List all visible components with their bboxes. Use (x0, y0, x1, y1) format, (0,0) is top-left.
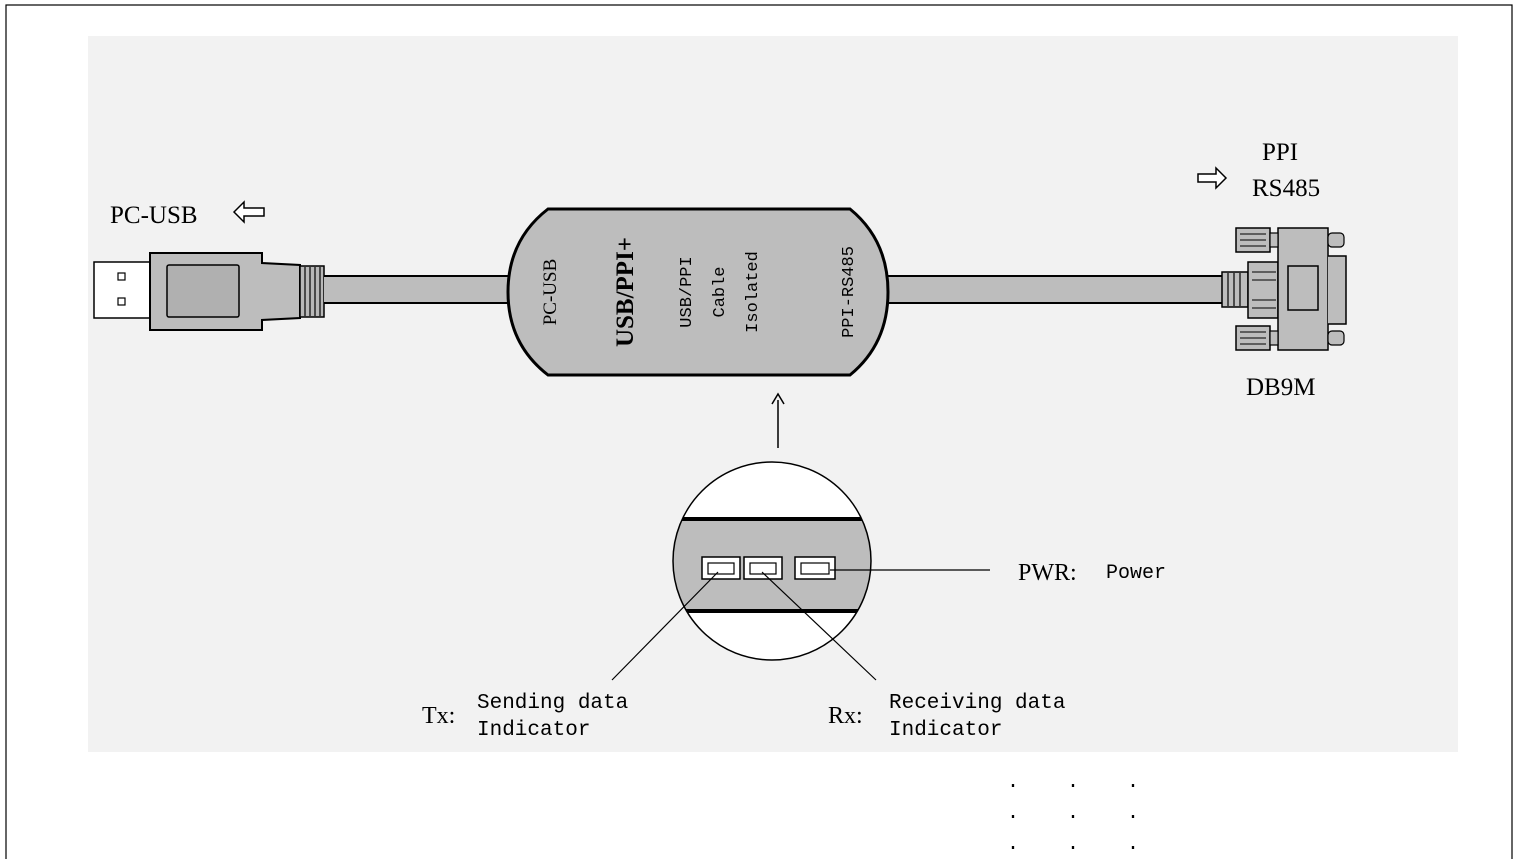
dot: . (1127, 771, 1139, 794)
dot: . (1127, 802, 1139, 825)
rx-key-label: Rx: (828, 703, 863, 729)
dot: . (1067, 802, 1079, 825)
rx-desc-line-1: Receiving data (889, 692, 1065, 715)
tx-key-label: Tx: (422, 703, 455, 729)
rx-leader-line (761, 571, 877, 681)
tx-desc-line-2: Indicator (477, 719, 590, 742)
rs485-cable (880, 275, 1222, 304)
module-line-2: Cable (711, 266, 730, 317)
tx-leader-line (611, 571, 719, 681)
usb-cable (324, 275, 510, 304)
pwr-key-label: PWR: (1018, 560, 1077, 586)
dot: . (1127, 833, 1139, 856)
usb-plug-icon (93, 252, 325, 331)
pwr-desc-label: Power (1106, 562, 1166, 585)
dot: . (1007, 771, 1019, 794)
rx-desc-line-2: Indicator (889, 719, 1002, 742)
led-tx-indicator (701, 556, 741, 580)
module-ppi-rs485-text: PPI-RS485 (840, 246, 859, 338)
module-line-3: Isolated (744, 251, 763, 333)
module-line-1: USB/PPI (678, 256, 697, 327)
led-rx-indicator (743, 556, 783, 580)
rs485-label: RS485 (1252, 175, 1320, 202)
db9m-label: DB9M (1246, 374, 1315, 401)
led-pwr-indicator (794, 556, 836, 580)
dot: . (1007, 802, 1019, 825)
pc-usb-label: PC-USB (110, 202, 198, 229)
module-title: USB/PPI+ (612, 237, 639, 347)
tx-desc-line-1: Sending data (477, 692, 628, 715)
dot-grid: . . . . . . . . . (1007, 771, 1139, 856)
dot: . (1007, 833, 1019, 856)
arrow-left-icon (232, 200, 265, 224)
module-pc-usb-text: PC-USB (540, 259, 561, 326)
arrow-right-icon (1197, 166, 1228, 190)
dot: . (1067, 771, 1079, 794)
db9-connector-icon (1221, 227, 1347, 351)
ppi-label: PPI (1262, 139, 1298, 166)
up-arrow-icon (771, 392, 785, 448)
dot: . (1067, 833, 1079, 856)
converter-module-body (506, 207, 890, 377)
